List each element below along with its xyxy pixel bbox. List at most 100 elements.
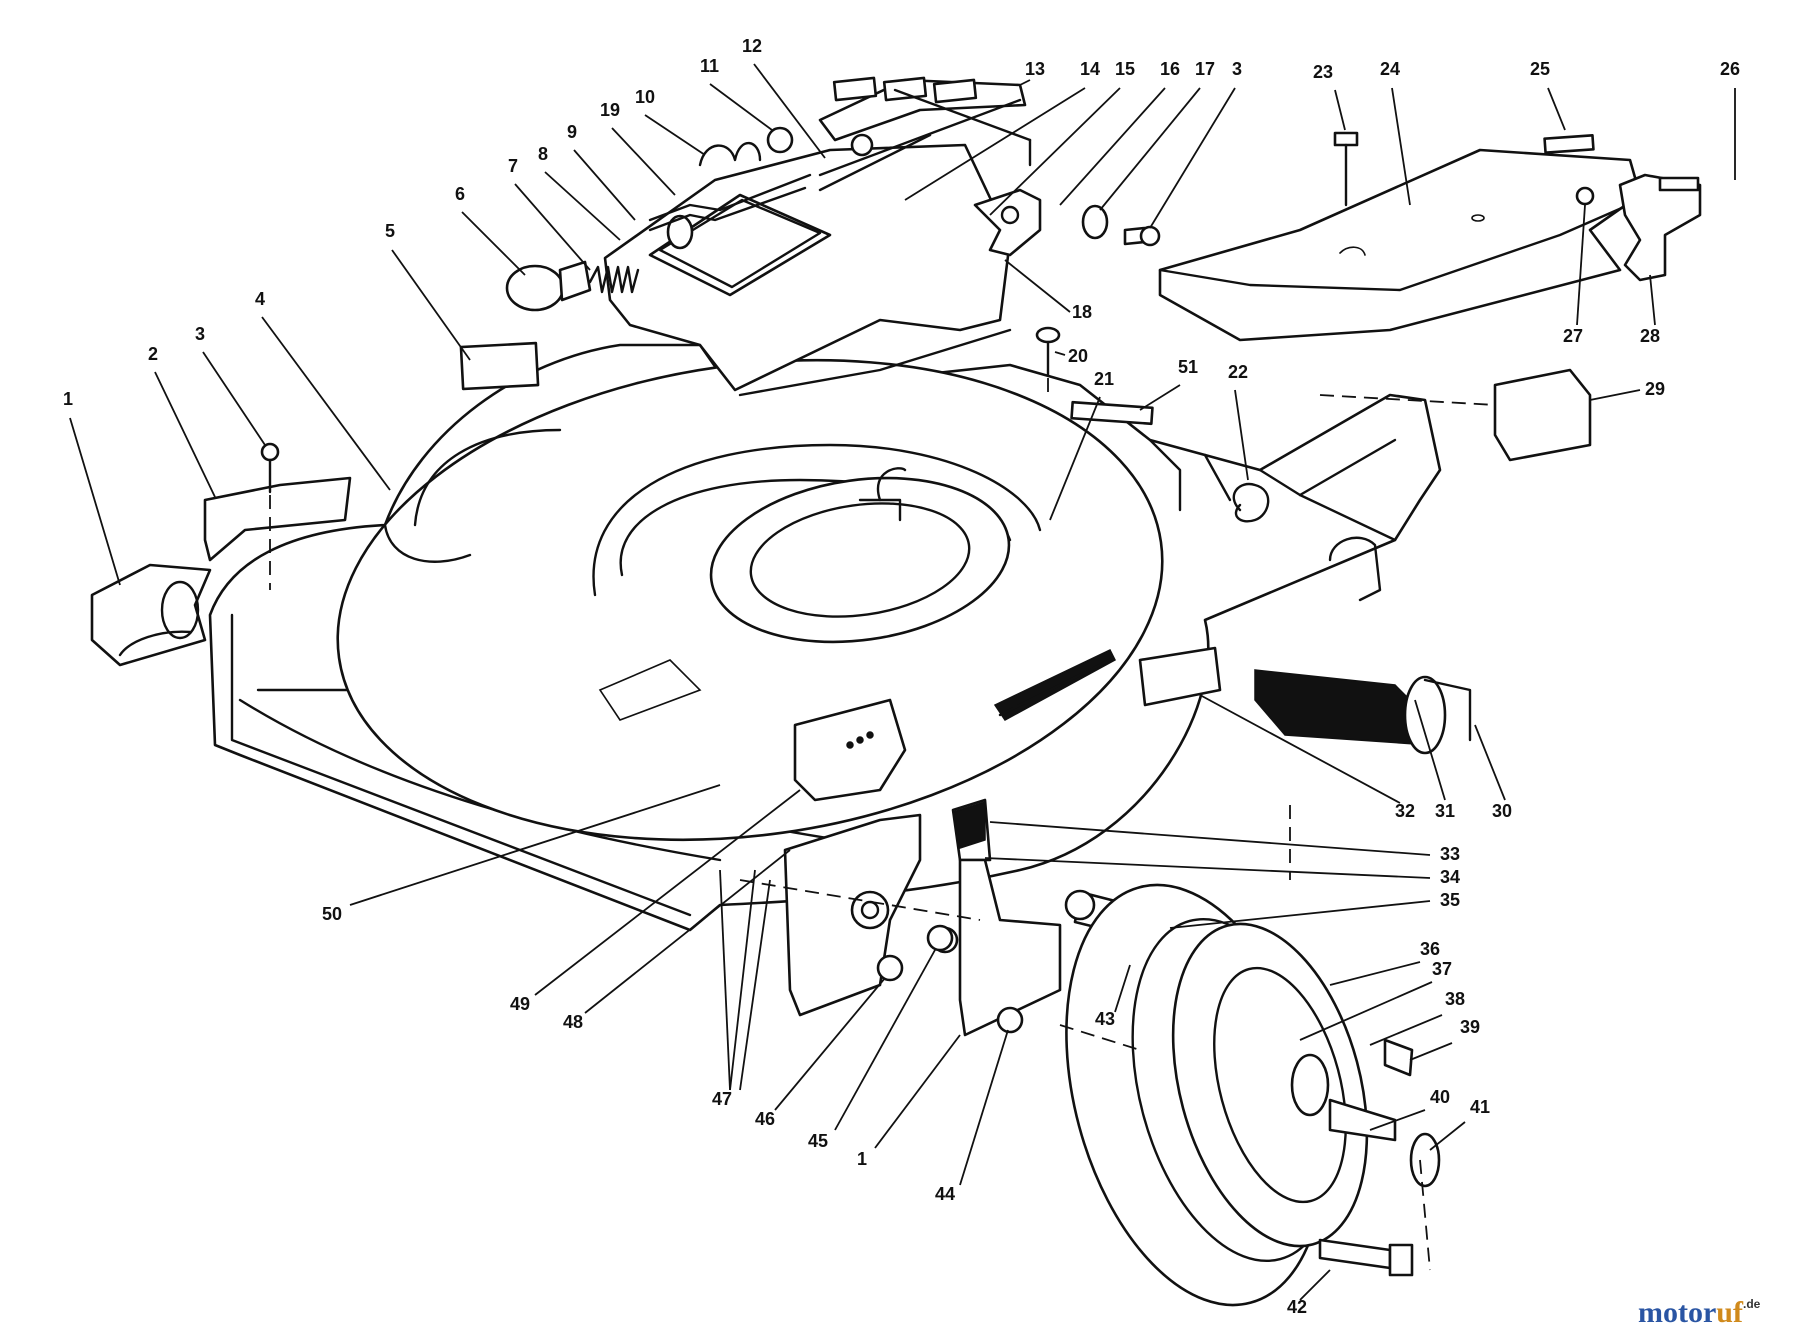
callout-16: 16 — [1160, 59, 1180, 79]
callout-32: 32 — [1395, 801, 1415, 821]
callout-leader-49 — [534, 789, 801, 996]
callout-leader-7 — [514, 183, 591, 271]
callout-9: 9 — [567, 122, 577, 142]
callout-leader-18 — [1004, 259, 1071, 313]
callout-leader-36 — [1329, 961, 1421, 986]
callout-leader-25 — [1547, 87, 1566, 131]
callout-21: 21 — [1094, 369, 1114, 389]
callout-leader-31 — [1414, 699, 1446, 801]
callout-leader-35 — [1169, 900, 1431, 929]
rear-chute-housing — [603, 143, 1012, 397]
callout-14: 14 — [1080, 59, 1100, 79]
callout-leader-29 — [1589, 389, 1641, 401]
callout-leader-37 — [1299, 981, 1433, 1041]
watermark-motor: motor — [1638, 1296, 1716, 1329]
callout-leader-33 — [989, 821, 1431, 856]
screw-3-top — [1123, 225, 1161, 247]
callout-leader-11 — [709, 83, 773, 131]
callout-3a: 3 — [195, 324, 205, 344]
washer-8 — [666, 214, 694, 250]
watermark-suffix: .de — [1743, 1297, 1761, 1311]
spring-clip-10 — [698, 141, 762, 167]
callout-49: 49 — [510, 994, 530, 1014]
callout-leader-46 — [774, 977, 886, 1111]
callout-29: 29 — [1645, 379, 1665, 399]
callout-leader-48 — [584, 849, 791, 1014]
callout-leader-43 — [1114, 964, 1131, 1013]
spring-22 — [1232, 482, 1270, 523]
callout-19: 19 — [600, 100, 620, 120]
callout-leader-6 — [461, 211, 526, 276]
height-adjust-arm — [931, 798, 1062, 1037]
front-side-plate — [783, 698, 922, 1017]
callout-2: 2 — [148, 344, 158, 364]
callout-leader-41 — [1429, 1121, 1466, 1151]
callout-5: 5 — [385, 221, 395, 241]
knob-6 — [505, 260, 592, 312]
screw-20 — [1035, 326, 1061, 377]
callout-leader-30 — [1474, 724, 1506, 801]
callout-leader-20 — [1054, 351, 1066, 356]
callout-leader-51 — [1139, 384, 1181, 411]
callout-leader-9 — [573, 149, 636, 221]
assembly-lines — [269, 378, 1496, 1271]
callout-leader-44 — [959, 1029, 1009, 1186]
callout-leader-22 — [1234, 389, 1249, 481]
callout-46: 46 — [755, 1109, 775, 1129]
deflector-32 — [993, 646, 1222, 721]
callout-leader-39 — [1409, 1042, 1453, 1061]
callout-41: 41 — [1470, 1097, 1490, 1117]
mower-deck — [208, 343, 1442, 932]
decal-25 — [1543, 134, 1595, 154]
callout-1a: 1 — [63, 389, 73, 409]
callout-leader-34 — [984, 857, 1431, 879]
callout-24: 24 — [1380, 59, 1400, 79]
front-height-bracket — [203, 442, 352, 562]
callout-38: 38 — [1445, 989, 1465, 1009]
callout-leader-1b — [874, 1034, 961, 1149]
callout-leader-3a — [202, 351, 266, 446]
callout-22: 22 — [1228, 362, 1248, 382]
callout-42: 42 — [1287, 1297, 1307, 1317]
callout-leader-19 — [611, 127, 676, 196]
callout-leader-47-2 — [719, 869, 731, 1091]
callout-leader-15 — [989, 87, 1121, 216]
callout-17: 17 — [1195, 59, 1215, 79]
callout-47: 47 — [712, 1089, 732, 1109]
svg-text:motoruf.de: motoruf.de — [1638, 1296, 1761, 1329]
nut-46 — [876, 954, 904, 982]
bolt-42 — [1318, 1238, 1414, 1277]
rear-cover-plate — [1158, 148, 1642, 342]
callout-20: 20 — [1068, 346, 1088, 366]
callout-leader-38 — [1369, 1014, 1443, 1046]
callout-leader-16 — [1059, 87, 1166, 206]
callout-leader-13 — [1019, 79, 1031, 86]
watermark-uf: uf — [1716, 1296, 1744, 1329]
callout-leader-28 — [1649, 274, 1656, 326]
callout-4: 4 — [255, 289, 265, 309]
callout-leader-17 — [1099, 87, 1201, 211]
callout-leader-1a — [69, 417, 121, 586]
callout-leader-32 — [1199, 694, 1401, 804]
pivot-plate-15 — [973, 188, 1042, 257]
bolt-23 — [1333, 131, 1359, 207]
bushing-11 — [766, 126, 794, 154]
callout-leader-47-3 — [739, 879, 771, 1091]
callout-43: 43 — [1095, 1009, 1115, 1029]
callout-1b: 1 — [857, 1149, 867, 1169]
callout-3b: 3 — [1232, 59, 1242, 79]
callout-35: 35 — [1440, 890, 1460, 910]
callout-leader-12 — [753, 63, 826, 159]
callout-40: 40 — [1430, 1087, 1450, 1107]
callout-leader-21 — [1049, 396, 1101, 521]
callout-leader-27 — [1576, 204, 1586, 326]
callout-28: 28 — [1640, 326, 1660, 346]
callout-leader-3b — [1149, 87, 1236, 229]
washer-45 — [926, 924, 954, 952]
pivot-arm-9 — [648, 173, 812, 232]
callout-15: 15 — [1115, 59, 1135, 79]
rod-12 — [818, 133, 932, 192]
callout-leader-4 — [261, 316, 391, 491]
